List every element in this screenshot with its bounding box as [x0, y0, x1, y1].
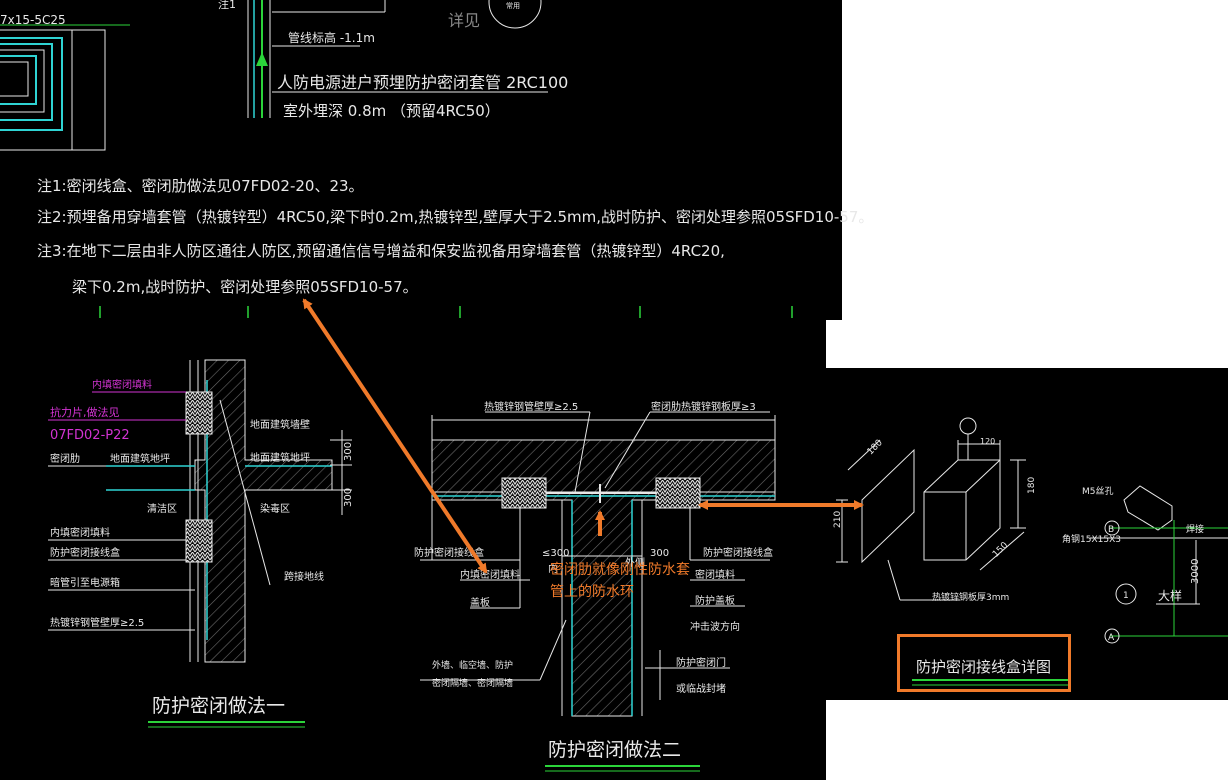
m2-cover-label: 盖板 [470, 596, 490, 609]
m1-clean-label: 清洁区 [147, 502, 177, 515]
m2-outer-label: 外侧 [625, 556, 645, 569]
bd-plate-label: 热镀锌钢板厚3mm [932, 591, 1009, 603]
bd-axis-b: B [1108, 525, 1114, 535]
m1-dim-1: 300 [343, 442, 354, 461]
m1-toxic-label: 染毒区 [260, 502, 290, 515]
annotation-text-line1: 密闭肋就像刚性防水套 [550, 561, 690, 578]
grid-ticks [99, 306, 793, 318]
m2-box-right-label: 防护密闭接线盒 [703, 546, 773, 559]
note-3-continued: 梁下0.2m,战时防护、密闭处理参照05SFD10-57。 [72, 278, 418, 296]
bd-dim-120: 120 [980, 437, 995, 446]
bd-angle-label: 角钢15X15X3 [1062, 533, 1121, 545]
m2-fill-right-label: 密闭填料 [695, 568, 735, 581]
circle-label: 常用 [506, 1, 520, 10]
left-dim-label: 7x15-5C25 [0, 13, 66, 27]
method2-drawing [420, 411, 776, 717]
m1-ground-wall-label: 地面建筑墙壁 [250, 418, 310, 431]
annotation-arrow-diagonal [302, 298, 488, 574]
bd-dim-150: 150 [991, 540, 1010, 559]
m1-box-label: 防护密闭接线盒 [50, 546, 120, 559]
m2-inner-label: 内 [548, 562, 558, 575]
bd-dim-180a: 180 [866, 438, 885, 457]
cad-panel-right [826, 368, 1228, 700]
method1-leaders [48, 391, 195, 631]
bd-detail-num: 1 [1123, 591, 1129, 601]
angle-steel-detail [1090, 485, 1228, 644]
m2-blast-label: 冲击波方向 [690, 620, 740, 633]
box-detail-title-highlight [897, 634, 1071, 692]
m1-conduit-label: 暗管引至电源箱 [50, 576, 120, 589]
top-left-frame [0, 24, 130, 151]
method1-title: 防护密闭做法一 [152, 695, 285, 717]
m1-ground-floor-label: 地面建筑地坪 [110, 452, 170, 465]
note-1: 注1:密闭线盒、密闭肋做法见07FD02-20、23。 [37, 177, 364, 195]
m1-rib-label: 密闭肋 [50, 452, 80, 465]
orange-annotations [302, 298, 864, 574]
bd-dim-3000: 3000 [1190, 559, 1201, 584]
m1-ground-wire-label: 跨接地线 [284, 570, 324, 583]
m1-std-label: 07FD02-P22 [50, 428, 130, 443]
m1-ground-floor2-label: 地面建筑地坪 [250, 451, 310, 464]
riser-lines [247, 0, 548, 118]
power-entry-text: 人防电源进户预埋防护密闭套管 2RC100 [277, 73, 568, 92]
m2-door-label: 防护密闭门 [676, 656, 726, 669]
m2-wall2-label: 密闭隔墙、密闭隔墙 [432, 677, 513, 689]
m2-fill-left-label: 内填密闭填料 [460, 568, 520, 581]
annotation-text-line2: 管上的防水环 [550, 584, 634, 600]
bd-dim-210: 210 [833, 511, 843, 528]
note-2: 注2:预埋备用穿墙套管（热镀锌型）4RC50,梁下时0.2m,热镀锌型,壁厚大于… [37, 208, 873, 226]
bd-weld-label: 焊接 [1186, 523, 1204, 535]
m2-dim-right: 300 [650, 548, 669, 559]
cad-panel-top [0, 0, 842, 320]
m1-dim-2: 300 [343, 488, 354, 507]
m2-door2-label: 或临战封堵 [676, 682, 726, 695]
m2-cover-right-label: 防护盖板 [695, 594, 735, 607]
bd-detail-label: 大样 [1158, 588, 1182, 603]
detail-ref-text: 详见 [448, 11, 480, 30]
box-detail-drawing [836, 417, 1026, 601]
m1-anti-label: 抗力片,做法见 [50, 405, 120, 419]
m2-pipe-top-label: 热镀锌钢管壁厚≥2.5 [484, 400, 578, 413]
bd-screw-label: M5丝孔 [1082, 485, 1114, 497]
m1-fill2-label: 内填密闭填料 [50, 526, 110, 539]
method1-drawing [106, 359, 352, 663]
note-3: 注3:在地下二层由非人防区通往人防区,预留通信信号增益和保安监视备用穿墙套管（热… [37, 242, 725, 260]
m2-dim-left: ≤300 [542, 548, 569, 559]
outdoor-depth-text: 室外埋深 0.8m （预留4RC50） [283, 102, 500, 120]
bd-axis-a: A [1108, 633, 1115, 643]
pipe-elevation-text: 管线标高 -1.1m [288, 30, 375, 45]
m1-pipe-label: 热镀锌钢管壁厚≥2.5 [50, 616, 144, 629]
bd-dim-180b: 180 [1027, 477, 1037, 494]
m2-wall-label: 外墙、临空墙、防护 [432, 659, 513, 671]
m2-rib-top-label: 密闭肋热镀锌钢板厚≥3 [651, 400, 756, 413]
top-label: 注1 [218, 0, 236, 11]
m1-fill-label: 内填密闭填料 [92, 378, 152, 391]
box-detail-title: 防护密闭接线盒详图 [916, 658, 1051, 676]
method2-title: 防护密闭做法二 [548, 739, 681, 761]
